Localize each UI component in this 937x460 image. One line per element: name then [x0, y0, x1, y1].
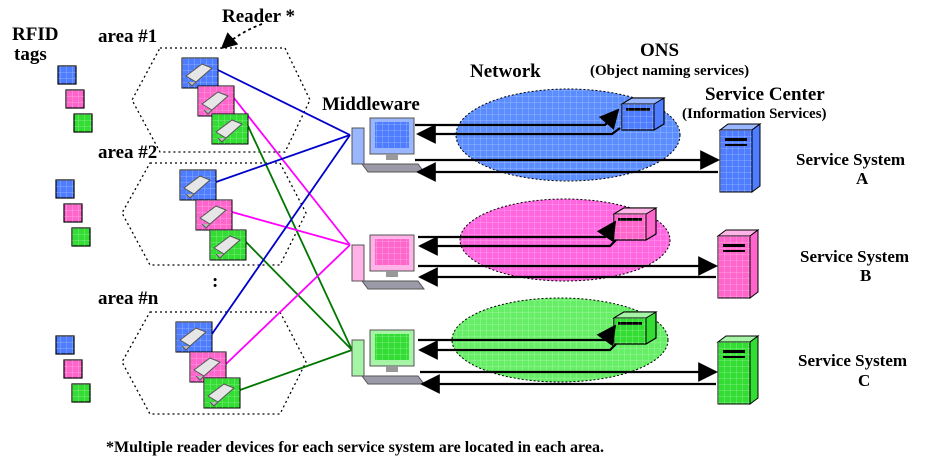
service-system-a-line2: A — [856, 169, 869, 188]
area-n-label: area #n — [98, 288, 159, 309]
reader-icon — [211, 113, 249, 145]
ons-label: ONS — [640, 40, 679, 61]
reader-link-2 — [247, 125, 353, 351]
reader-pointer-arrow — [220, 23, 263, 50]
ons-response-arrow — [416, 124, 621, 144]
ons-server-icon — [612, 207, 658, 241]
service-center-subtitle: (Information Services) — [682, 106, 827, 122]
middleware-computer-icon — [351, 329, 425, 385]
area-1-hexagon — [131, 47, 311, 153]
area-1-label: area #1 — [98, 26, 157, 47]
middleware-computer-icon — [351, 117, 425, 173]
reader-label: Reader * — [222, 6, 295, 27]
reader-icon — [195, 199, 233, 231]
service-system-b-line1: Service System — [800, 247, 909, 266]
reader-link-0 — [217, 69, 351, 136]
service-system-server-icon — [718, 123, 762, 193]
ons-subtitle: (Object naming services) — [590, 63, 749, 79]
service-system-server-icon — [716, 335, 760, 405]
reader-link-7 — [225, 244, 351, 365]
footnote: *Multiple reader devices for each servic… — [106, 439, 604, 456]
reader-icon — [179, 169, 217, 201]
reader-link-4 — [231, 211, 351, 246]
vertical-ellipsis: : — [212, 271, 218, 292]
rfid-tags-label-line2: tags — [14, 44, 47, 65]
reader-link-3 — [215, 134, 351, 183]
ons-server-icon — [612, 311, 658, 345]
reader-icon — [175, 321, 213, 353]
ons-request-arrow — [418, 324, 617, 347]
reader-icon — [203, 377, 241, 409]
service-system-c-line1: Service System — [798, 351, 907, 370]
service-system-b-line2: B — [860, 266, 871, 285]
reader-link-1 — [233, 97, 351, 246]
middleware-computer-icon — [351, 234, 425, 290]
network-label: Network — [470, 61, 541, 82]
area-2-hexagon — [121, 162, 307, 266]
ons-response-arrow — [418, 340, 617, 360]
area-2-label: area #2 — [98, 142, 157, 163]
reader-icon — [209, 229, 247, 261]
ons-request-arrow — [418, 220, 617, 243]
reader-icon — [197, 85, 235, 117]
reader-link-6 — [211, 134, 351, 335]
middleware-label: Middleware — [322, 94, 420, 115]
service-system-server-icon — [716, 229, 760, 299]
ons-response-arrow — [418, 236, 617, 256]
reader-link-8 — [239, 349, 353, 391]
service-system-c-line2: C — [858, 371, 870, 390]
service-system-a-line1: Service System — [796, 150, 905, 169]
reader-icon — [189, 351, 227, 383]
ons-server-icon — [620, 97, 666, 131]
ons-request-arrow — [415, 108, 620, 130]
rfid-tags-label-line1: RFID — [12, 24, 58, 45]
reader-icon — [181, 57, 219, 89]
service-center-label: Service Center — [705, 84, 825, 105]
